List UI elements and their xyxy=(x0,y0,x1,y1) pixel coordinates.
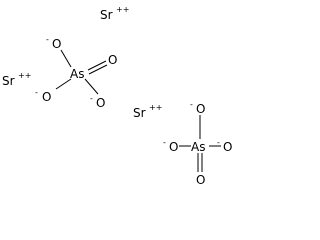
as1-o-top-left-charge: - xyxy=(46,35,49,44)
sr-3-charge: ++ xyxy=(149,103,162,112)
molecule-canvas: Sr ++ Sr ++ Sr ++ As O - O O - O - As xyxy=(2,5,232,187)
sr-2-charge: ++ xyxy=(18,71,31,80)
as1-symbol: As xyxy=(70,67,84,81)
as1-o-bottom-right-symbol: O xyxy=(96,96,105,110)
as2-symbol: As xyxy=(191,140,205,154)
bond-as1-o-bottom-left xyxy=(55,78,72,90)
as1-o-bottom-left-charge: - xyxy=(35,88,38,97)
structure-diagram: Sr ++ Sr ++ Sr ++ As O - O O - O - As xyxy=(2,5,232,187)
strontium-ion-3: Sr ++ xyxy=(133,103,162,120)
sr-3-symbol: Sr xyxy=(133,106,146,120)
bond-as1-o-top-left xyxy=(60,49,72,68)
as2-o-left-symbol: O xyxy=(169,140,178,154)
bond-as1-o-right-a xyxy=(87,60,107,71)
arsenate-group-1: As O - O O - O - xyxy=(35,35,117,110)
as2-o-left-charge: - xyxy=(163,138,166,147)
as1-o-bottom-right-charge: - xyxy=(90,94,93,103)
sr-1-charge: ++ xyxy=(116,5,129,14)
strontium-ion-2: Sr ++ xyxy=(2,71,31,88)
arsenate-group-2: As O - O - O - O xyxy=(163,100,232,187)
as2-o-top-charge: - xyxy=(190,100,193,109)
as1-o-double-symbol: O xyxy=(108,53,117,67)
bond-as1-o-right-b xyxy=(88,64,108,75)
bond-as1-o-bottom-right xyxy=(84,78,99,95)
as2-o-right-charge: - xyxy=(217,138,220,147)
sr-2-symbol: Sr xyxy=(2,74,15,88)
as2-o-top-symbol: O xyxy=(196,102,205,116)
as2-o-right-symbol: O xyxy=(223,140,232,154)
sr-1-symbol: Sr xyxy=(100,8,113,22)
as1-o-bottom-left-symbol: O xyxy=(42,90,51,104)
as1-o-top-left-symbol: O xyxy=(52,37,61,51)
strontium-ion-1: Sr ++ xyxy=(100,5,129,22)
as2-o-double-symbol: O xyxy=(196,173,205,187)
